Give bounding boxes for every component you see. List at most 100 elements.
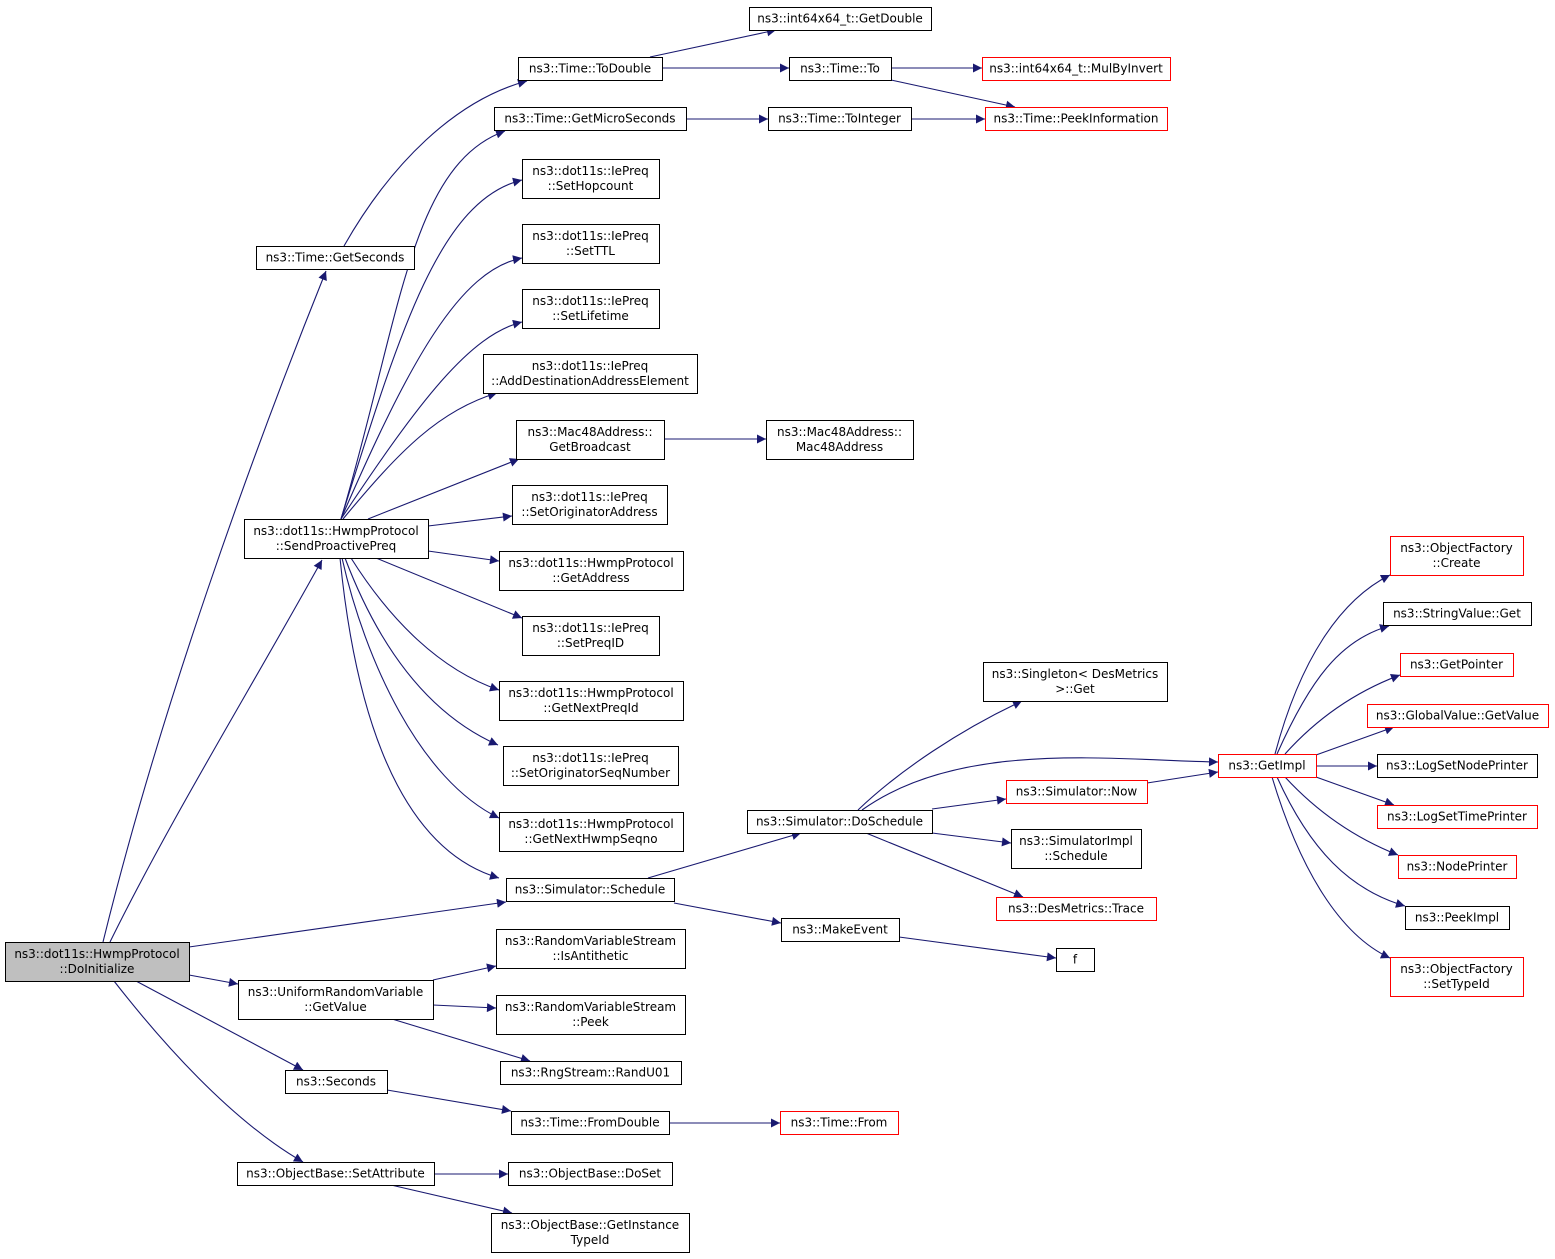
node-setpreqid[interactable]: ns3::dot11s::IePreq::SetPreqID xyxy=(522,616,660,656)
node-peekinfo[interactable]: ns3::Time::PeekInformation xyxy=(985,107,1168,131)
node-box xyxy=(483,354,698,394)
node-box xyxy=(1390,536,1524,576)
node-isantithetic[interactable]: ns3::RandomVariableStream::IsAntithetic xyxy=(496,929,686,969)
node-urv_getvalue[interactable]: ns3::UniformRandomVariable::GetValue xyxy=(238,980,434,1020)
edge-getimpl-to-logtimeprinter xyxy=(1315,776,1395,807)
node-getnextpreqid[interactable]: ns3::dot11s::HwmpProtocol::GetNextPreqId xyxy=(499,681,684,721)
node-label: GetBroadcast xyxy=(549,440,631,454)
node-root[interactable]: ns3::dot11s::HwmpProtocol::DoInitialize xyxy=(5,942,190,982)
node-label: ns3::dot11s::IePreq xyxy=(532,359,648,373)
node-box xyxy=(496,929,686,969)
node-setlifetime[interactable]: ns3::dot11s::IePreq::SetLifetime xyxy=(522,289,660,329)
node-doset[interactable]: ns3::ObjectBase::DoSet xyxy=(508,1162,673,1186)
node-adddest[interactable]: ns3::dot11s::IePreq::AddDestinationAddre… xyxy=(483,354,698,394)
node-f[interactable]: f xyxy=(1056,948,1095,972)
node-sethopcount[interactable]: ns3::dot11s::IePreq::SetHopcount xyxy=(522,159,660,199)
edge-doschedule-to-implschedule xyxy=(931,832,1012,847)
node-makeevent[interactable]: ns3::MakeEvent xyxy=(781,918,900,942)
edge-getimpl-to-nodeprinter xyxy=(1284,776,1399,856)
node-getnexthwmp[interactable]: ns3::dot11s::HwmpProtocol::GetNextHwmpSe… xyxy=(499,812,684,852)
node-label: ns3::ObjectFactory xyxy=(1400,962,1513,976)
node-getseconds[interactable]: ns3::Time::GetSeconds xyxy=(256,246,415,270)
node-box xyxy=(500,1061,682,1085)
node-box xyxy=(1377,805,1538,829)
node-getaddress[interactable]: ns3::dot11s::HwmpProtocol::GetAddress xyxy=(499,551,684,591)
node-implschedule[interactable]: ns3::SimulatorImpl::Schedule xyxy=(1011,829,1142,869)
node-int_getdouble[interactable]: ns3::int64x64_t::GetDouble xyxy=(749,7,932,31)
node-label: ::SendProactivePreq xyxy=(276,539,397,553)
node-setorigaddr[interactable]: ns3::dot11s::IePreq::SetOriginatorAddres… xyxy=(512,485,668,525)
edge-seconds-to-fromdouble xyxy=(386,1089,512,1114)
node-time_to[interactable]: ns3::Time::To xyxy=(789,57,892,81)
node-label: ns3::MakeEvent xyxy=(792,923,888,937)
node-tointeger[interactable]: ns3::Time::ToInteger xyxy=(768,107,912,131)
node-box xyxy=(5,942,190,982)
node-label: ns3::Simulator::Now xyxy=(1016,785,1138,799)
edge-root-to-sendpreq xyxy=(109,559,323,943)
node-logtimeprinter[interactable]: ns3::LogSetTimePrinter xyxy=(1377,805,1538,829)
node-randu01[interactable]: ns3::RngStream::RandU01 xyxy=(500,1061,682,1085)
node-box xyxy=(1400,653,1514,677)
node-getpointer[interactable]: ns3::GetPointer xyxy=(1400,653,1514,677)
node-stringvalue_get[interactable]: ns3::StringValue::Get xyxy=(1383,602,1532,626)
edge-getimpl-to-objfactory_settypeid xyxy=(1271,776,1391,959)
node-fromdouble[interactable]: ns3::Time::FromDouble xyxy=(511,1111,670,1135)
node-todouble[interactable]: ns3::Time::ToDouble xyxy=(518,57,663,81)
edge-urv_getvalue-to-isantithetic xyxy=(432,963,497,981)
node-simnow[interactable]: ns3::Simulator::Now xyxy=(1006,780,1148,804)
node-mac48ctor[interactable]: ns3::Mac48Address::Mac48Address xyxy=(766,420,914,460)
node-label: ::GetNextPreqId xyxy=(543,701,638,715)
node-rvs_peek[interactable]: ns3::RandomVariableStream::Peek xyxy=(496,995,686,1035)
node-label: ::AddDestinationAddressElement xyxy=(491,374,689,388)
edge-schedule-to-makeevent xyxy=(673,902,782,926)
node-label: ns3::ObjectFactory xyxy=(1400,541,1513,555)
node-sendpreq[interactable]: ns3::dot11s::HwmpProtocol::SendProactive… xyxy=(244,519,429,559)
node-box xyxy=(747,810,933,834)
node-label: ns3::RandomVariableStream xyxy=(505,1000,676,1014)
node-box xyxy=(256,246,415,270)
node-label: ::GetNextHwmpSeqno xyxy=(524,832,657,846)
node-label: ::SetPreqID xyxy=(557,636,624,650)
edge-root-to-schedule xyxy=(188,898,507,948)
edge-urv_getvalue-to-rvs_peek xyxy=(432,1003,497,1013)
node-singleton[interactable]: ns3::Singleton< DesMetrics>::Get xyxy=(983,662,1168,702)
node-nodeprinter[interactable]: ns3::NodePrinter xyxy=(1398,855,1517,879)
node-setattribute[interactable]: ns3::ObjectBase::SetAttribute xyxy=(237,1162,435,1186)
node-label: Mac48Address xyxy=(796,440,883,454)
node-schedule[interactable]: ns3::Simulator::Schedule xyxy=(506,878,675,902)
node-setttl[interactable]: ns3::dot11s::IePreq::SetTTL xyxy=(522,224,660,264)
node-getimpl[interactable]: ns3::GetImpl xyxy=(1218,754,1317,778)
node-destrace[interactable]: ns3::DesMetrics::Trace xyxy=(996,897,1157,921)
node-label: ::GetValue xyxy=(304,1000,366,1014)
node-label: ns3::Time::FromDouble xyxy=(520,1116,659,1130)
node-objfactory_create[interactable]: ns3::ObjectFactory::Create xyxy=(1390,536,1524,576)
node-time_from[interactable]: ns3::Time::From xyxy=(780,1111,899,1135)
edge-doschedule-to-singleton xyxy=(857,700,1023,811)
node-label: ns3::GlobalValue::GetValue xyxy=(1376,709,1539,723)
node-lognodeprinter[interactable]: ns3::LogSetNodePrinter xyxy=(1377,754,1538,778)
node-box xyxy=(1383,602,1532,626)
node-box xyxy=(1006,780,1148,804)
node-getbroadcast[interactable]: ns3::Mac48Address::GetBroadcast xyxy=(516,420,665,460)
node-objfactory_settypeid[interactable]: ns3::ObjectFactory::SetTypeId xyxy=(1390,957,1524,997)
node-box xyxy=(1405,906,1510,930)
node-mulbyinvert[interactable]: ns3::int64x64_t::MulByInvert xyxy=(982,57,1171,81)
node-setorigseq[interactable]: ns3::dot11s::IePreq::SetOriginatorSeqNum… xyxy=(503,746,679,786)
node-label: ns3::ObjectBase::DoSet xyxy=(519,1167,662,1181)
node-label: ns3::dot11s::IePreq xyxy=(532,621,648,635)
edge-getimpl-to-stringvalue_get xyxy=(1276,624,1390,755)
edge-doschedule-to-getimpl xyxy=(861,757,1219,811)
node-label: ns3::NodePrinter xyxy=(1407,860,1508,874)
node-globalvalue[interactable]: ns3::GlobalValue::GetValue xyxy=(1367,704,1549,728)
node-getmicro[interactable]: ns3::Time::GetMicroSeconds xyxy=(494,107,687,131)
node-label: ns3::dot11s::HwmpProtocol xyxy=(508,556,673,570)
node-doschedule[interactable]: ns3::Simulator::DoSchedule xyxy=(747,810,933,834)
node-label: ns3::GetPointer xyxy=(1410,658,1503,672)
node-label: ns3::int64x64_t::GetDouble xyxy=(757,12,923,26)
node-peekimpl[interactable]: ns3::PeekImpl xyxy=(1405,906,1510,930)
node-label: ns3::LogSetTimePrinter xyxy=(1387,810,1527,824)
node-box xyxy=(285,1070,388,1094)
node-box xyxy=(508,1162,673,1186)
node-seconds[interactable]: ns3::Seconds xyxy=(285,1070,388,1094)
